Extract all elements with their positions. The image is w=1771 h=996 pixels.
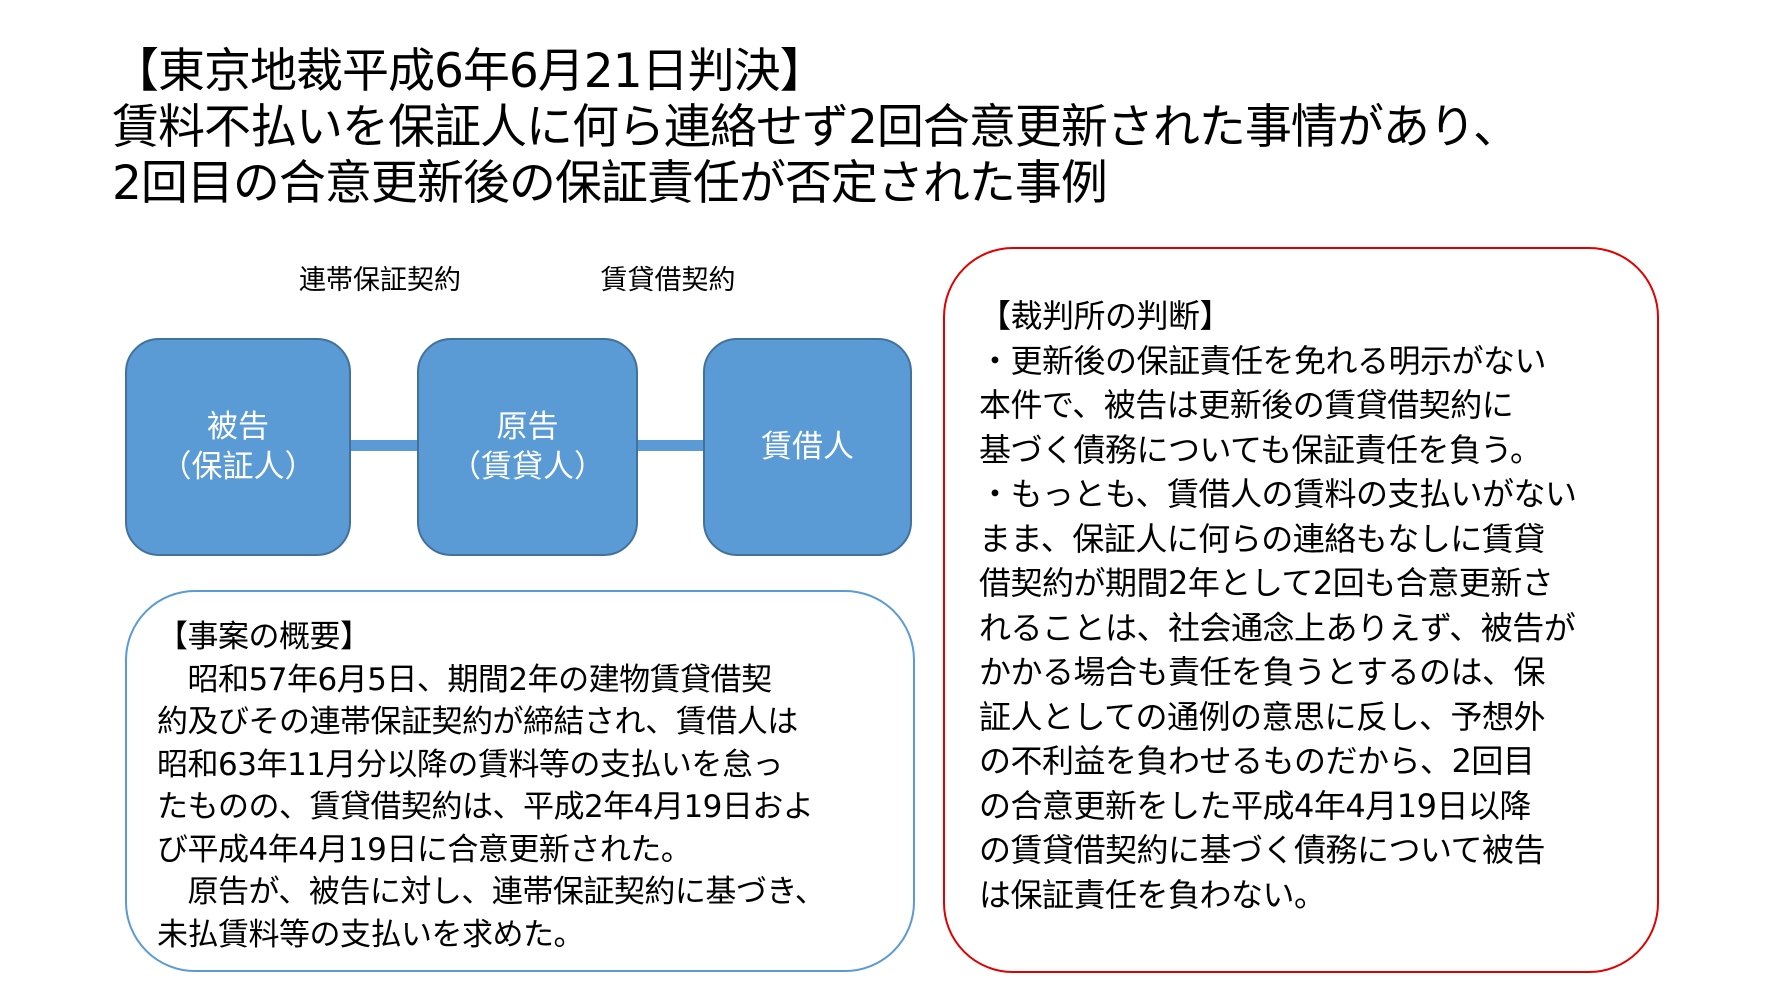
judgment-text-line: かかる場合も責任を負うとするのは、保 [979, 653, 1546, 691]
summary-heading: 【事案の概要】 [157, 619, 371, 655]
judgment-text-line: ・更新後の保証責任を免れる明示がない [979, 341, 1547, 380]
court-judgment-box: 【裁判所の判断】 ・更新後の保証責任を免れる明示がない本件で、被告は更新後の賃貸… [943, 247, 1659, 973]
summary-text-line: 原告が、被告に対し、連帯保証契約に基づき、 [157, 874, 826, 910]
plaintiff-role: （賃貸人） [450, 449, 605, 485]
guarantee-contract-label: 連帯保証契約 [299, 265, 461, 296]
judgment-text-line: まま、保証人に何らの連絡もなしに賃貸 [979, 519, 1545, 558]
lessee-node: 賃借人 [703, 338, 912, 556]
judgment-text-line: の合意更新をした平成4年4月19日以降 [979, 786, 1531, 825]
defendant-role: （保証人） [160, 449, 316, 485]
plaintiff-label: 原告 [496, 409, 559, 445]
judgment-text-line: ・もっとも、賃借人の賃料の支払いがない [979, 475, 1577, 513]
title-line-2: 賃料不払いを保証人に何ら連絡せず2回合意更新された事情があり、 [112, 100, 1520, 155]
judgment-text-line: の賃貸借契約に基づく債務について被告 [979, 831, 1546, 869]
judgment-text-line: 本件で、被告は更新後の賃貸借契約に [979, 386, 1514, 424]
summary-text-line: たものの、賃貸借契約は、平成2年4月19日およ [157, 789, 814, 825]
defendant-label: 被告 [207, 409, 269, 445]
summary-text-line: び平成4年4月19日に合意更新された。 [157, 831, 692, 868]
guarantee-connector [348, 440, 420, 451]
case-summary-box: 【事案の概要】 昭和57年6月5日、期間2年の建物賃貸借契約及びその連帯保証契約… [125, 590, 915, 972]
lease-connector [635, 440, 705, 451]
judgment-text-line: 基づく債務についても保証責任を負う。 [979, 430, 1542, 469]
judgment-text-line: は保証責任を負わない。 [979, 875, 1326, 914]
judgment-text-line: 証人としての通例の意思に反し、予想外 [979, 697, 1546, 736]
lease-contract-label: 賃貸借契約 [600, 265, 736, 296]
summary-text-line: 昭和57年6月5日、期間2年の建物賃貸借契 [157, 661, 772, 698]
summary-text-line: 約及びその連帯保証契約が締結され、賃借人は [157, 704, 798, 740]
judgment-text-line: れることは、社会通念上ありえず、被告が [979, 608, 1576, 647]
plaintiff-node: 原告 （賃貸人） [417, 338, 638, 556]
judgment-text-line: 借契約が期間2年として2回も合意更新さ [979, 564, 1554, 602]
slide-title: 【東京地裁平成6年6月21日判決】 賃料不払いを保証人に何ら連絡せず2回合意更新… [112, 44, 1520, 212]
title-line-1: 【東京地裁平成6年6月21日判決】 [112, 44, 827, 99]
lessee-label: 賃借人 [761, 429, 854, 465]
title-line-3: 2回目の合意更新後の保証責任が否定された事例 [112, 156, 1108, 211]
judgment-heading: 【裁判所の判断】 [979, 297, 1232, 335]
defendant-node: 被告 （保証人） [125, 338, 351, 556]
summary-text-line: 昭和63年11月分以降の賃料等の支払いを怠っ [157, 746, 783, 783]
judgment-text-line: の不利益を負わせるものだから、2回目 [979, 742, 1535, 780]
summary-text-line: 未払賃料等の支払いを求めた。 [157, 916, 585, 953]
